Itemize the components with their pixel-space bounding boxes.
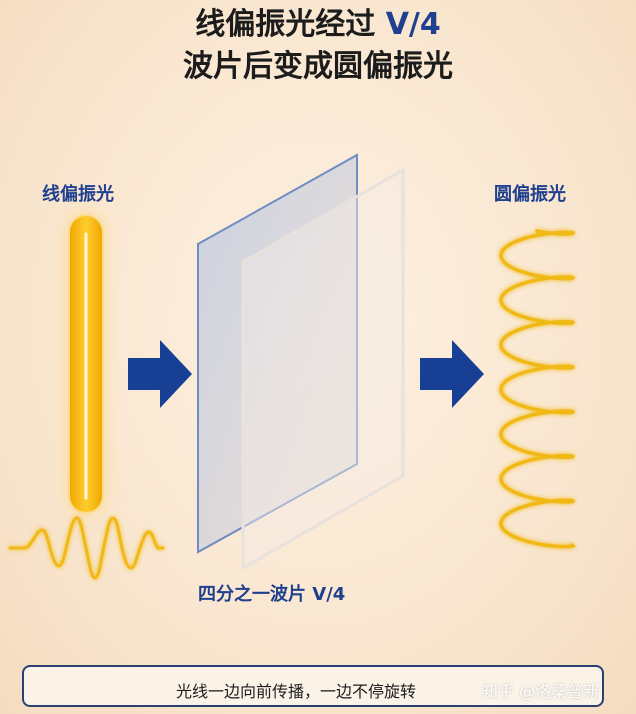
linear-wave <box>8 516 165 580</box>
linear-polarized-label: 线偏振光 <box>42 184 114 205</box>
arrow-right-icon <box>420 340 484 408</box>
quarter-wave-plate-label: 四分之一波片 V/4 <box>198 584 346 605</box>
title-prefix: 线偏振光经过 <box>195 7 386 42</box>
circular-light-helix <box>499 229 576 549</box>
watermark: 知乎 @洛桑普新 <box>482 682 600 701</box>
caption-text: 光线一边向前传播，一边不停旋转 <box>176 682 417 701</box>
circular-polarized-label: 圆偏振光 <box>494 184 566 205</box>
wave-plate-back <box>197 153 358 554</box>
arrow-right-icon <box>128 340 192 408</box>
title-accent: V/4 <box>385 7 441 42</box>
page-title-line-1: 线偏振光经过 V/4 <box>0 4 636 46</box>
wave-plate-front <box>241 167 405 571</box>
caption-box <box>22 665 604 707</box>
helix-path <box>499 229 576 549</box>
linear-light-beam <box>68 214 104 514</box>
page-title-line-2: 波片后变成圆偏振光 <box>183 49 453 84</box>
